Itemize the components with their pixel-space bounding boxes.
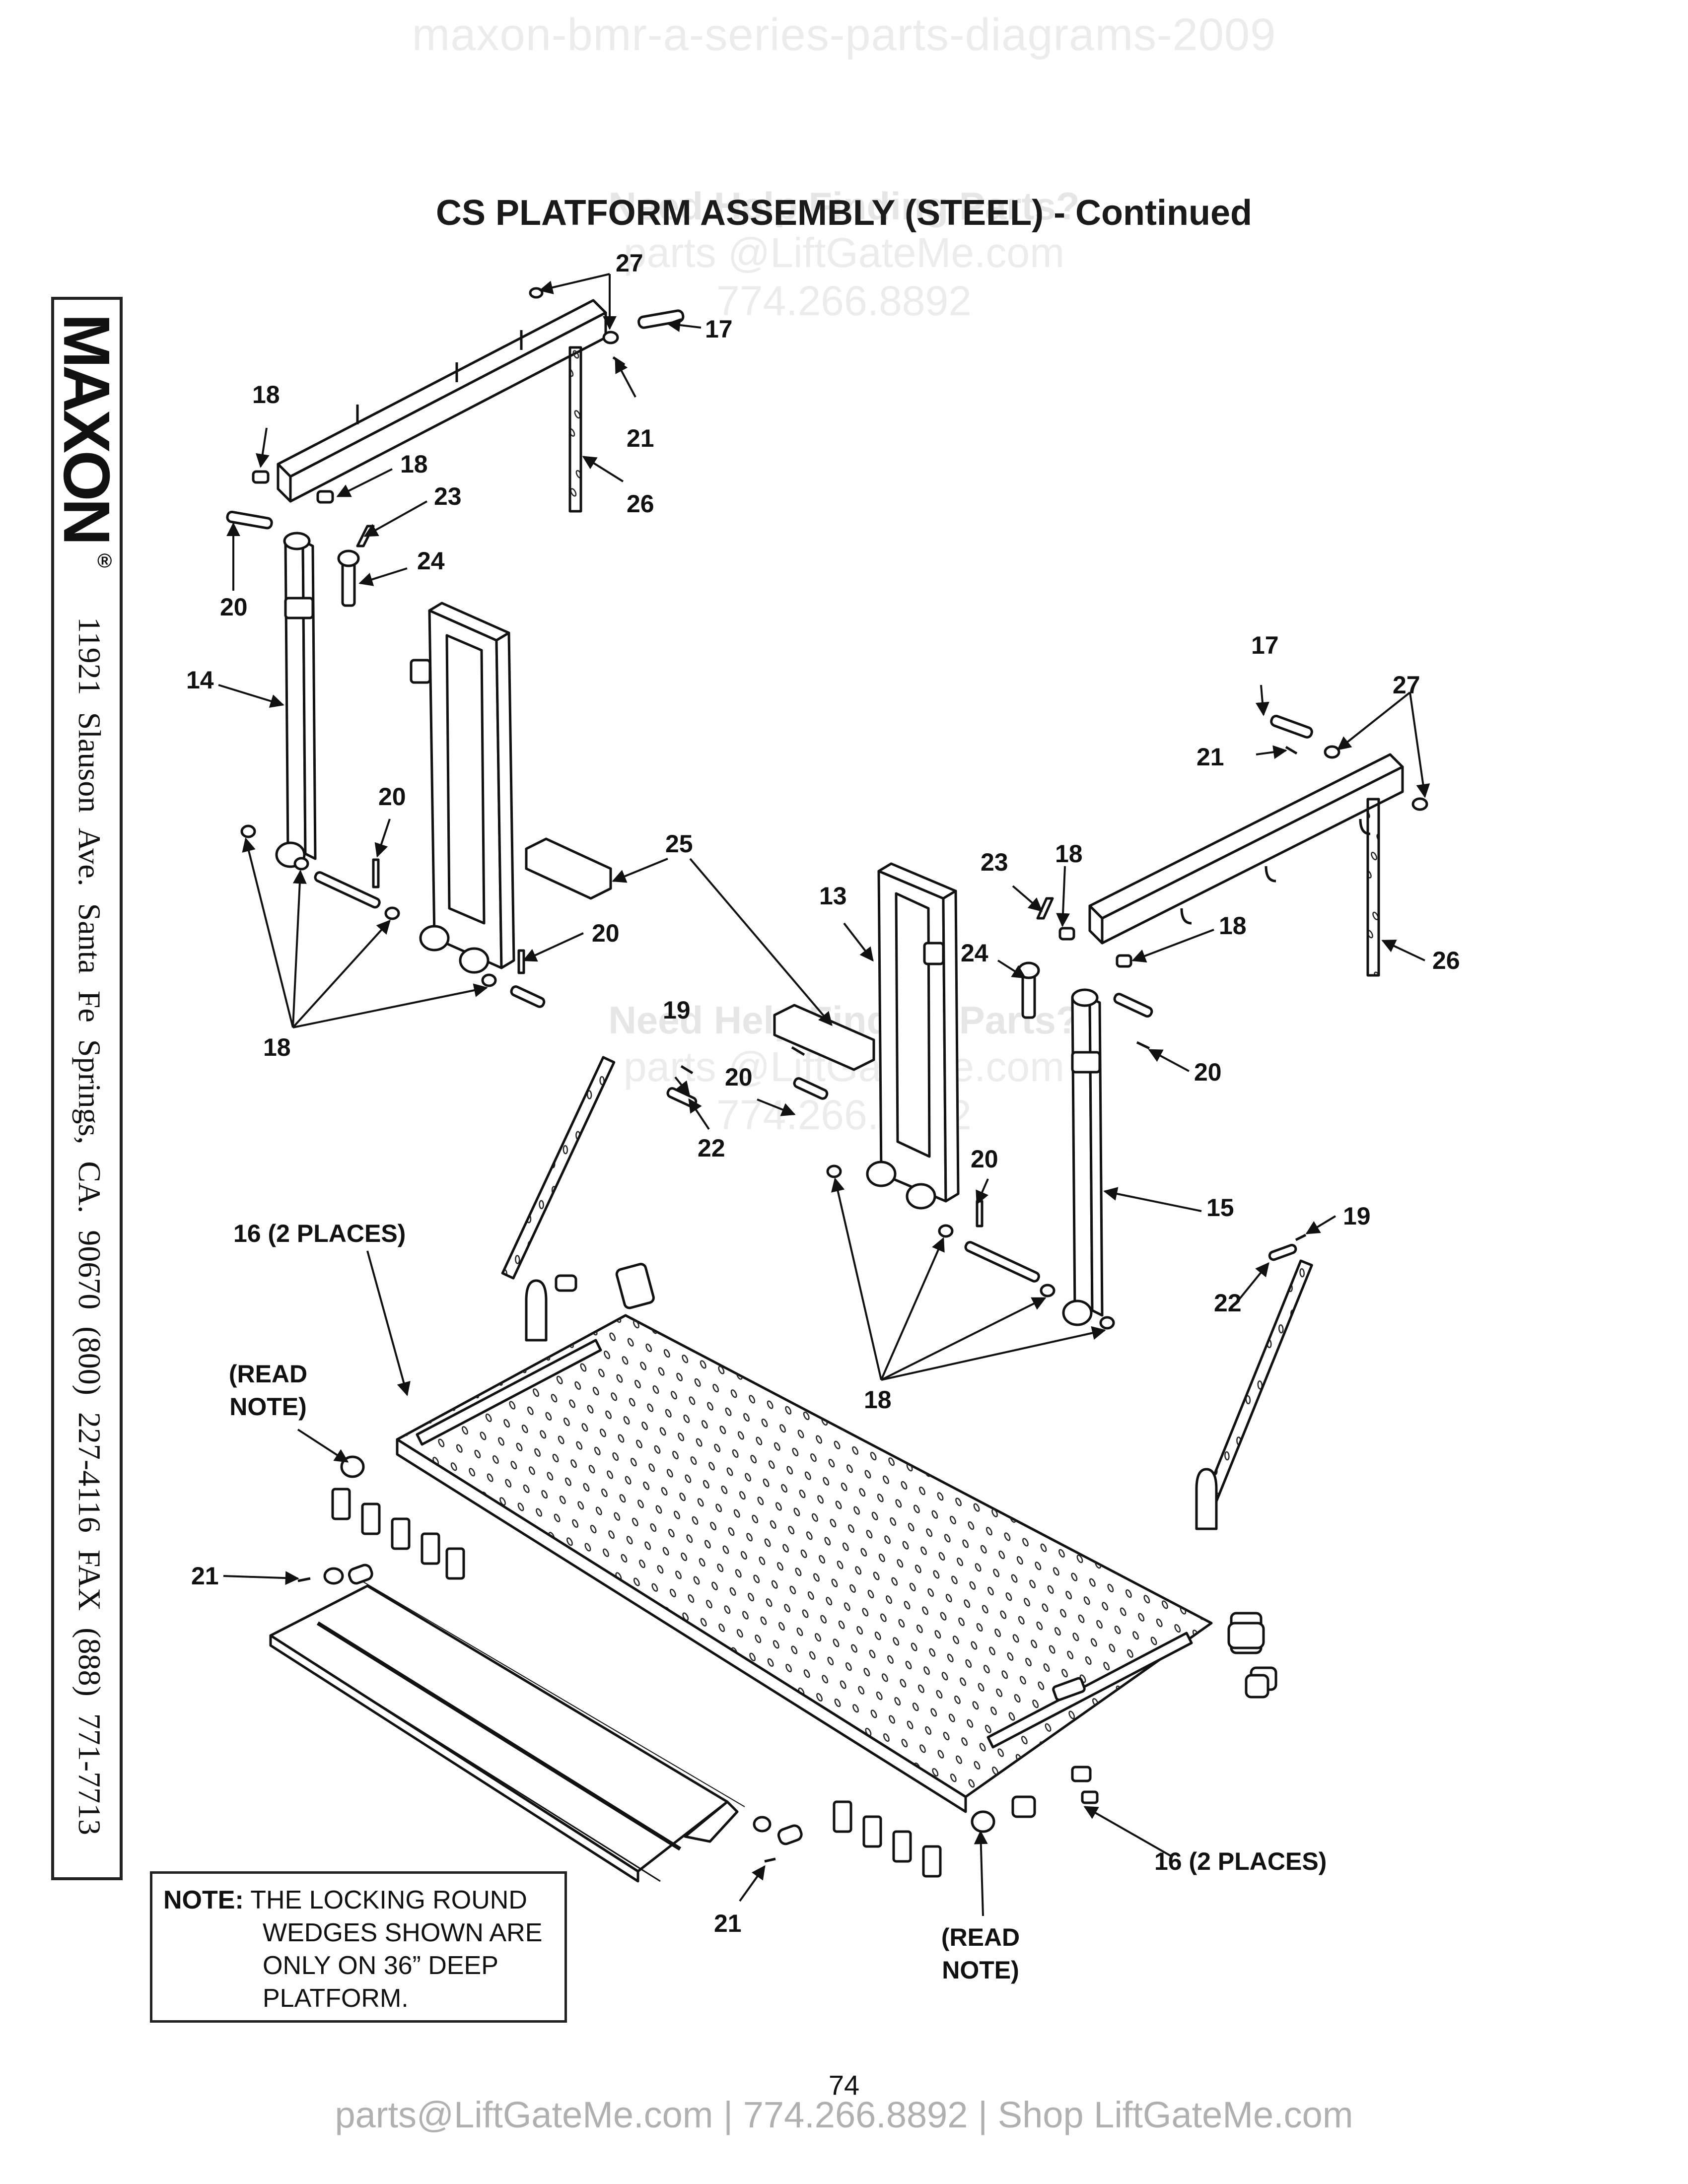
- note-line-2: WEDGES SHOWN ARE: [263, 1918, 543, 1947]
- platform-chains: [501, 1056, 1313, 1524]
- callout-16-right: 16 (2 PLACES): [1154, 1847, 1327, 1875]
- callout-14: 14: [186, 666, 214, 694]
- callout-18-left-bushings: 18: [263, 1033, 291, 1061]
- callout-read-note-left: (READ NOTE): [228, 1360, 308, 1421]
- upper-left-chain: [568, 346, 582, 513]
- ramp-flipover: [269, 1564, 803, 1883]
- callout-17-upper-right: 17: [1251, 631, 1279, 659]
- note-line-1: THE LOCKING ROUND: [250, 1886, 527, 1914]
- watermark-help-top: Need Help Finding Parts? parts @LiftGate…: [546, 184, 1142, 325]
- callout-23-upper-right: 23: [981, 848, 1008, 876]
- part-25-wedges: [525, 837, 875, 1071]
- watermark-phone: 774.266.8892: [716, 277, 972, 324]
- callout-18-upper-right-b: 18: [1219, 912, 1247, 940]
- watermark-top: maxon-bmr-a-series-parts-diagrams-2009: [412, 9, 1276, 60]
- note-line-4: PLATFORM.: [263, 1984, 409, 2013]
- note-box: NOTE: THE LOCKING ROUND WEDGES SHOWN ARE…: [150, 1871, 567, 2023]
- callout-15: 15: [1206, 1194, 1234, 1222]
- platform: [331, 1263, 1277, 1878]
- callout-20-upper-left: 20: [220, 593, 248, 621]
- page-number: 74: [828, 2069, 860, 2101]
- part-15-arm: [1062, 988, 1153, 1326]
- callout-17-upper-left: 17: [705, 315, 733, 343]
- leader-lines: [218, 273, 1430, 1916]
- callout-19-center: 19: [663, 996, 691, 1024]
- callout-22-right: 22: [1214, 1289, 1242, 1317]
- note-line-3: ONLY ON 36” DEEP: [263, 1951, 498, 1980]
- upper-left-beam: [277, 299, 607, 503]
- left-pins: [240, 824, 546, 1008]
- callout-20-center: 20: [725, 1063, 753, 1091]
- watermark-help-line: Need Help Finding Parts?: [608, 184, 1080, 228]
- callout-24-upper-left: 24: [417, 547, 445, 575]
- callout-21-upper-left: 21: [627, 424, 654, 452]
- callout-19-right: 19: [1343, 1202, 1371, 1230]
- watermark-email: parts @LiftGateMe.com: [623, 229, 1065, 276]
- callout-25: 25: [665, 830, 693, 858]
- callout-20-left-mid: 20: [378, 783, 406, 811]
- callout-16-left: 16 (2 PLACES): [233, 1220, 406, 1247]
- part-13-frame: [866, 862, 960, 1210]
- callout-20-left-low: 20: [592, 919, 620, 947]
- platform-corner-hinge: [1227, 1622, 1269, 1699]
- callout-18-upper-left-b: 18: [400, 450, 428, 478]
- callout-13: 13: [819, 882, 847, 910]
- callout-18-right-bushings: 18: [864, 1386, 892, 1414]
- registered-mark: ®: [97, 550, 112, 572]
- left-frame: [410, 602, 515, 974]
- callout-21-upper-right: 21: [1196, 743, 1224, 771]
- callout-24-upper-right: 24: [961, 939, 988, 967]
- callout-26-upper-right: 26: [1432, 947, 1460, 974]
- note-label: NOTE:: [163, 1886, 244, 1914]
- callout-21-ramp-right: 21: [714, 1910, 742, 1937]
- callout-20-center-right: 20: [971, 1145, 998, 1173]
- sidebar-frame: [51, 297, 123, 1880]
- callout-27-upper-right: 27: [1393, 671, 1420, 699]
- part-14-arm: [275, 532, 317, 868]
- callout-read-note-right: (READ NOTE): [941, 1923, 1020, 1984]
- footer-contact: parts@LiftGateMe.com | 774.266.8892 | Sh…: [335, 2094, 1353, 2135]
- callout-23-upper-left: 23: [434, 482, 462, 510]
- callout-20-right: 20: [1194, 1058, 1222, 1086]
- callout-18-upper-left-a: 18: [252, 381, 280, 409]
- callout-21-ramp-left: 21: [191, 1562, 219, 1590]
- upper-right-chain: [1366, 798, 1380, 977]
- callout-18-upper-right-a: 18: [1055, 840, 1083, 868]
- callout-27-upper-left: 27: [616, 249, 643, 277]
- callout-26-upper-left: 26: [627, 490, 654, 518]
- upper-right-beam: [1088, 753, 1404, 945]
- right-pins: [666, 1046, 1307, 1330]
- page-title: CS PLATFORM ASSEMBLY (STEEL) - Continued: [436, 193, 1252, 233]
- callout-22-center: 22: [698, 1134, 725, 1162]
